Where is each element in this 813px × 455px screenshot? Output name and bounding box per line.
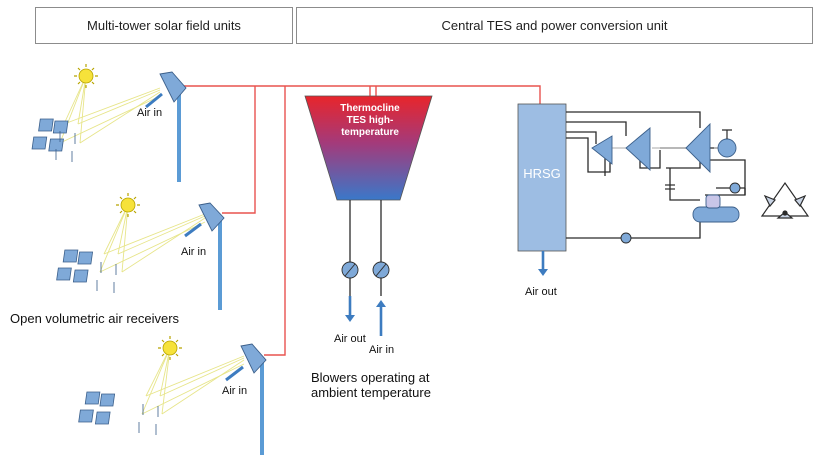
air-out-arrow-hrsg-head (538, 269, 548, 276)
condenser-valve (665, 184, 675, 190)
heliostat-icon (31, 118, 76, 162)
air-in-label-tes: Air in (369, 344, 395, 356)
hrsg-unit (517, 103, 567, 252)
receivers-label: Open volumetric air receivers (10, 311, 180, 326)
solar-unit-2 (56, 193, 225, 310)
air-in-arrow-head (376, 300, 386, 307)
air-in-label-2: Air in (181, 246, 207, 258)
tes-bottom-piping (349, 200, 382, 296)
solar-unit-1 (31, 64, 187, 182)
generator-icon (717, 129, 737, 158)
heliostat-icon (78, 391, 159, 435)
air-in-arrow-3 (225, 365, 244, 382)
deaerator-icon (692, 194, 740, 223)
air-in-label-3: Air in (222, 385, 248, 397)
tes-tank (304, 95, 433, 201)
sun-icon (158, 336, 182, 360)
sun-icon (116, 193, 140, 217)
blower-icon (341, 261, 390, 279)
tes-label: Thermocline TES high- temperature (328, 103, 412, 139)
sun-icon (74, 64, 98, 88)
air-out-arrow-head (345, 315, 355, 322)
cooling-tower-icon (760, 181, 810, 219)
hot-pipe-branch-2 (222, 86, 256, 214)
receiver-icon (240, 343, 267, 374)
tower-3 (260, 362, 264, 455)
blowers-label: Blowers operating at ambient temperature (311, 370, 431, 400)
tes-label-line2: TES high- (346, 115, 394, 126)
hot-air-piping (181, 85, 541, 356)
heliostat-icon (56, 249, 117, 293)
hrsg-label: HRSG (523, 166, 561, 181)
solar-unit-3 (78, 336, 267, 455)
sun-rays (59, 75, 161, 144)
receiver-icon (159, 71, 187, 103)
hot-pipe-main (181, 85, 541, 104)
pump-icon (620, 182, 741, 244)
header-solar-field: Multi-tower solar field units (35, 7, 293, 44)
blowers-label-line2: ambient temperature (311, 385, 431, 400)
turbine-icon (591, 122, 711, 174)
air-in-label-1: Air in (137, 107, 163, 119)
tes-label-line3: temperature (341, 127, 399, 138)
sun-rays (99, 204, 206, 273)
blowers-label-line1: Blowers operating at (311, 370, 430, 385)
header-central-unit: Central TES and power conversion unit (296, 7, 813, 44)
tower-2 (218, 218, 222, 310)
receiver-icon (198, 202, 225, 232)
hot-pipe-branch-3 (264, 86, 286, 356)
air-out-label-hrsg: Air out (525, 286, 557, 298)
tes-label-line1: Thermocline (340, 103, 400, 114)
air-out-label-tes: Air out (334, 333, 366, 345)
air-in-arrow-2 (184, 222, 202, 238)
tower-1 (177, 92, 181, 182)
sun-rays (141, 347, 245, 415)
air-in-arrow-1 (145, 92, 163, 109)
